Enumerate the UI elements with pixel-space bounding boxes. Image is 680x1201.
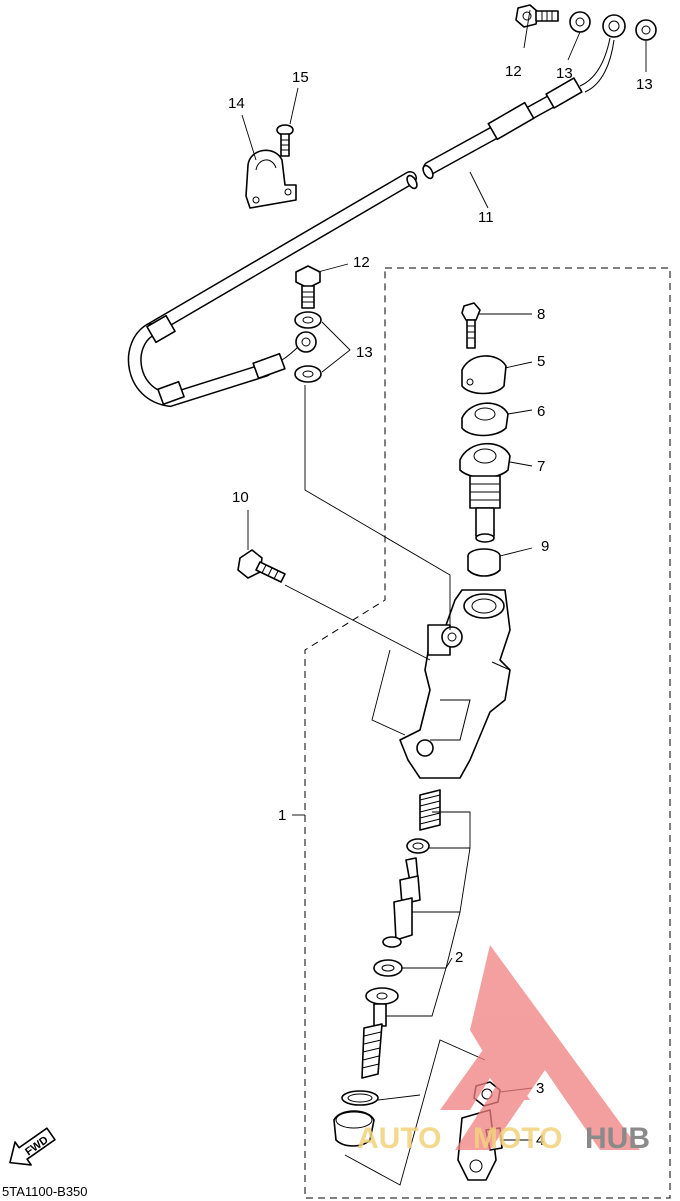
washer-top-right: [635, 19, 657, 41]
callout-14: 14: [228, 95, 245, 112]
callout-10: 10: [232, 489, 249, 506]
union-bolt-top: [515, 4, 559, 28]
washer-mid-upper: [294, 311, 322, 329]
cup-secondary: [373, 959, 403, 977]
lead-13-mid: [321, 321, 351, 373]
lead-15: [289, 87, 299, 125]
callout-11: 11: [478, 209, 494, 226]
boot: [333, 1110, 375, 1147]
spring: [419, 789, 441, 831]
master-cylinder-body: [399, 589, 511, 779]
callout-7: 7: [537, 458, 545, 475]
callout-2: 2: [455, 949, 463, 966]
callout-13-mid: 13: [356, 344, 373, 361]
union-bolt-mid: [295, 265, 321, 309]
watermark-text-auto: AUTO: [357, 1122, 441, 1155]
push-rod: [361, 987, 399, 1079]
forward-arrow: FWD: [9, 1127, 56, 1166]
grommet: [467, 548, 501, 577]
watermark-logo: [440, 945, 640, 1150]
brake-hose: [127, 14, 626, 408]
callout-12-mid: 12: [353, 254, 370, 271]
lead-6: [507, 409, 533, 415]
clamp-screw: [276, 124, 294, 157]
washer-top-left: [569, 11, 591, 33]
lead-hose-to-body: [304, 385, 451, 630]
assembly-boundary: [304, 267, 671, 1199]
callout-6: 6: [537, 403, 545, 420]
lead-2: [445, 957, 453, 969]
lead-12a: [523, 9, 531, 49]
washer-mid-lower: [294, 365, 322, 383]
callout-13-top: 13: [556, 65, 573, 82]
diaphragm: [459, 442, 511, 543]
reservoir-bolt: [461, 302, 481, 349]
callout-8: 8: [537, 306, 545, 323]
circlip: [341, 1090, 379, 1106]
lead-7: [509, 461, 533, 467]
callout-1: 1: [278, 807, 286, 824]
hose-clamp: [245, 149, 297, 209]
callout-5: 5: [537, 353, 545, 370]
cup-primary: [406, 838, 430, 854]
callout-12-top: 12: [505, 63, 522, 80]
watermark-text-hub: HUB: [585, 1122, 650, 1155]
callout-4: 4: [536, 1132, 544, 1149]
callout-9: 9: [541, 538, 549, 555]
lead-14: [241, 114, 257, 161]
callout-3: 3: [536, 1080, 544, 1097]
lead-12b: [317, 263, 349, 273]
callout-15: 15: [292, 69, 309, 86]
piston: [382, 857, 421, 948]
mounting-bolt: [237, 549, 286, 583]
lead-body-bracket: [371, 649, 406, 736]
callout-13-right: 13: [636, 76, 653, 93]
lead-5: [504, 361, 533, 369]
lead-11: [469, 171, 489, 209]
lead-9: [499, 547, 533, 557]
cap-plate: [461, 402, 509, 437]
bracket-kit-right: [386, 811, 471, 1017]
diagram-code: 5TA1100-B350: [2, 1184, 88, 1199]
reservoir-cap: [461, 355, 507, 395]
watermark-triangle-icon: [455, 945, 640, 1150]
bracket-boot: [344, 1039, 486, 1186]
lead-13-top: [567, 31, 581, 61]
lead-bolt-to-body: [284, 584, 431, 661]
watermark-text-moto: MOTO: [473, 1122, 562, 1155]
